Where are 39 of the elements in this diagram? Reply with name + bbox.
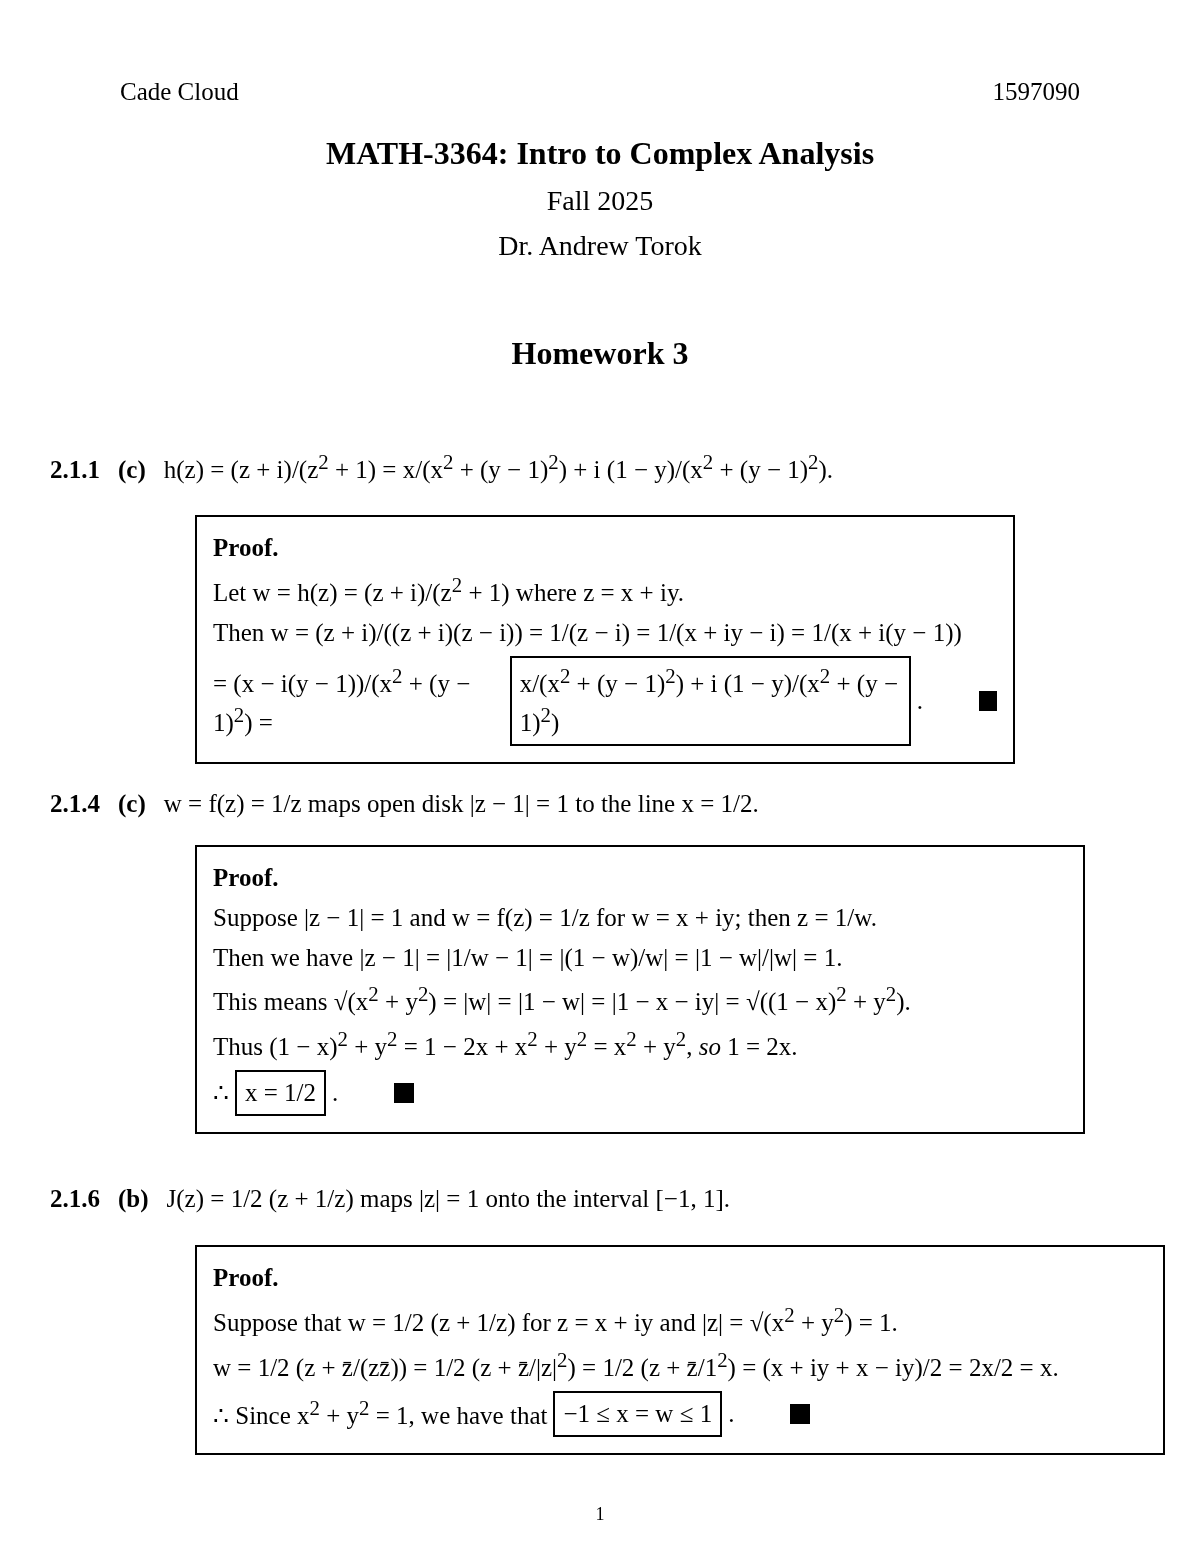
period: . (916, 685, 924, 716)
student-id: 1597090 (992, 78, 1080, 106)
proof-line: Let w = h(z) = (z + i)/(z$^{2}$ + 1) where z = x + iy. (213, 571, 686, 609)
problem-statement: J(z) = 1/2 (z + 1/z) maps |z| = 1 onto the interval [−1, 1]. (166, 1185, 731, 1213)
proof-line: Then we have |z − 1| = |1/w − 1| = |(1 − w)/w| = |1 − w|/|w| = 1. (213, 942, 844, 974)
proof-heading: Proof. (213, 1263, 280, 1293)
problem-part: (c) (118, 456, 146, 485)
page-number: 1 (595, 1504, 605, 1525)
problem-number: 2.1.6 (50, 1185, 100, 1213)
boxed-result: x = 1/2 (235, 1070, 327, 1117)
homework-heading: Homework 3 (511, 335, 689, 372)
proof-box (195, 845, 1085, 1135)
proof-box (195, 1245, 1165, 1455)
proof-box (195, 515, 1015, 764)
proof-heading: Proof. (213, 863, 280, 893)
problem-statement: h(z) = (z + i)/(z$^{2}$ + 1) = x/(x$^{2}$ + (y − 1)$^{2}$) + i (1 − y)/(x$^{2}$ + (y − 1)$^{2}$). (163, 450, 834, 485)
period: . (728, 1398, 735, 1429)
proof-line: ∴ Since x$^{2}$ + y$^{2}$ = 1, we have that (213, 1395, 548, 1432)
problem-statement: w = f(z) = 1/z maps open disk |z − 1| = 1 to the line x = 1/2. (163, 790, 759, 818)
proof-line: Thus (1 − x)$^{2}$ + y$^{2}$ = 1 − 2x + x$^{2}$ + y$^{2}$ = x$^{2}$ + y$^{2}$, so 1 = 2x. (213, 1026, 799, 1063)
proof-line: Then w = (z + i)/((z + i)(z − i)) = 1/(z − i) = 1/(x + iy − i) = 1/(x + i(y − 1)) (213, 617, 963, 649)
instructor-name: Dr. Andrew Torok (498, 230, 702, 262)
author-name: Cade Cloud (120, 78, 239, 106)
proof-line: ∴ (213, 1078, 229, 1109)
problem-number: 2.1.1 (50, 456, 100, 485)
proof-line: w = 1/2 (z + z̄/(zz̄)) = 1/2 (z + z̄/|z|$^{2}$) = 1/2 (z + z̄/1$^{2}$) = (x + iy + x − iy)/2 = 2x/2 = x. (213, 1346, 1060, 1384)
boxed-result: −1 ≤ x = w ≤ 1 (553, 1390, 723, 1437)
proof-line: Suppose that w = 1/2 (z + 1/z) for z = x + iy and |z| = √(x$^{2}$ + y$^{2}$) = 1. (213, 1301, 899, 1339)
proof-line: = (x − i(y − 1))/(x$^{2}$ + (y − 1)$^{2}$) = (213, 662, 472, 739)
problem-part: (c) (118, 790, 146, 818)
proof-heading: Proof. (213, 533, 280, 563)
proof-line: Suppose |z − 1| = 1 and w = f(z) = 1/z for w = x + iy; then z = 1/w. (213, 902, 878, 934)
period: . (332, 1078, 339, 1109)
problem-part: (b) (118, 1185, 149, 1213)
problem-number: 2.1.4 (50, 790, 100, 818)
boxed-result: x/(x$^{2}$ + (y − 1)$^{2}$) + i (1 − y)/(x$^{2}$ + (y − 1)$^{2}$) (509, 655, 911, 746)
proof-line: This means √(x$^{2}$ + y$^{2}$) = |w| = |1 − w| = |1 − x − iy| = √((1 − x)$^{2}$ + y$^{2}$). (213, 981, 912, 1018)
course-title: MATH-3364: Intro to Complex Analysis (325, 135, 875, 172)
term-text: Fall 2025 (546, 185, 654, 217)
